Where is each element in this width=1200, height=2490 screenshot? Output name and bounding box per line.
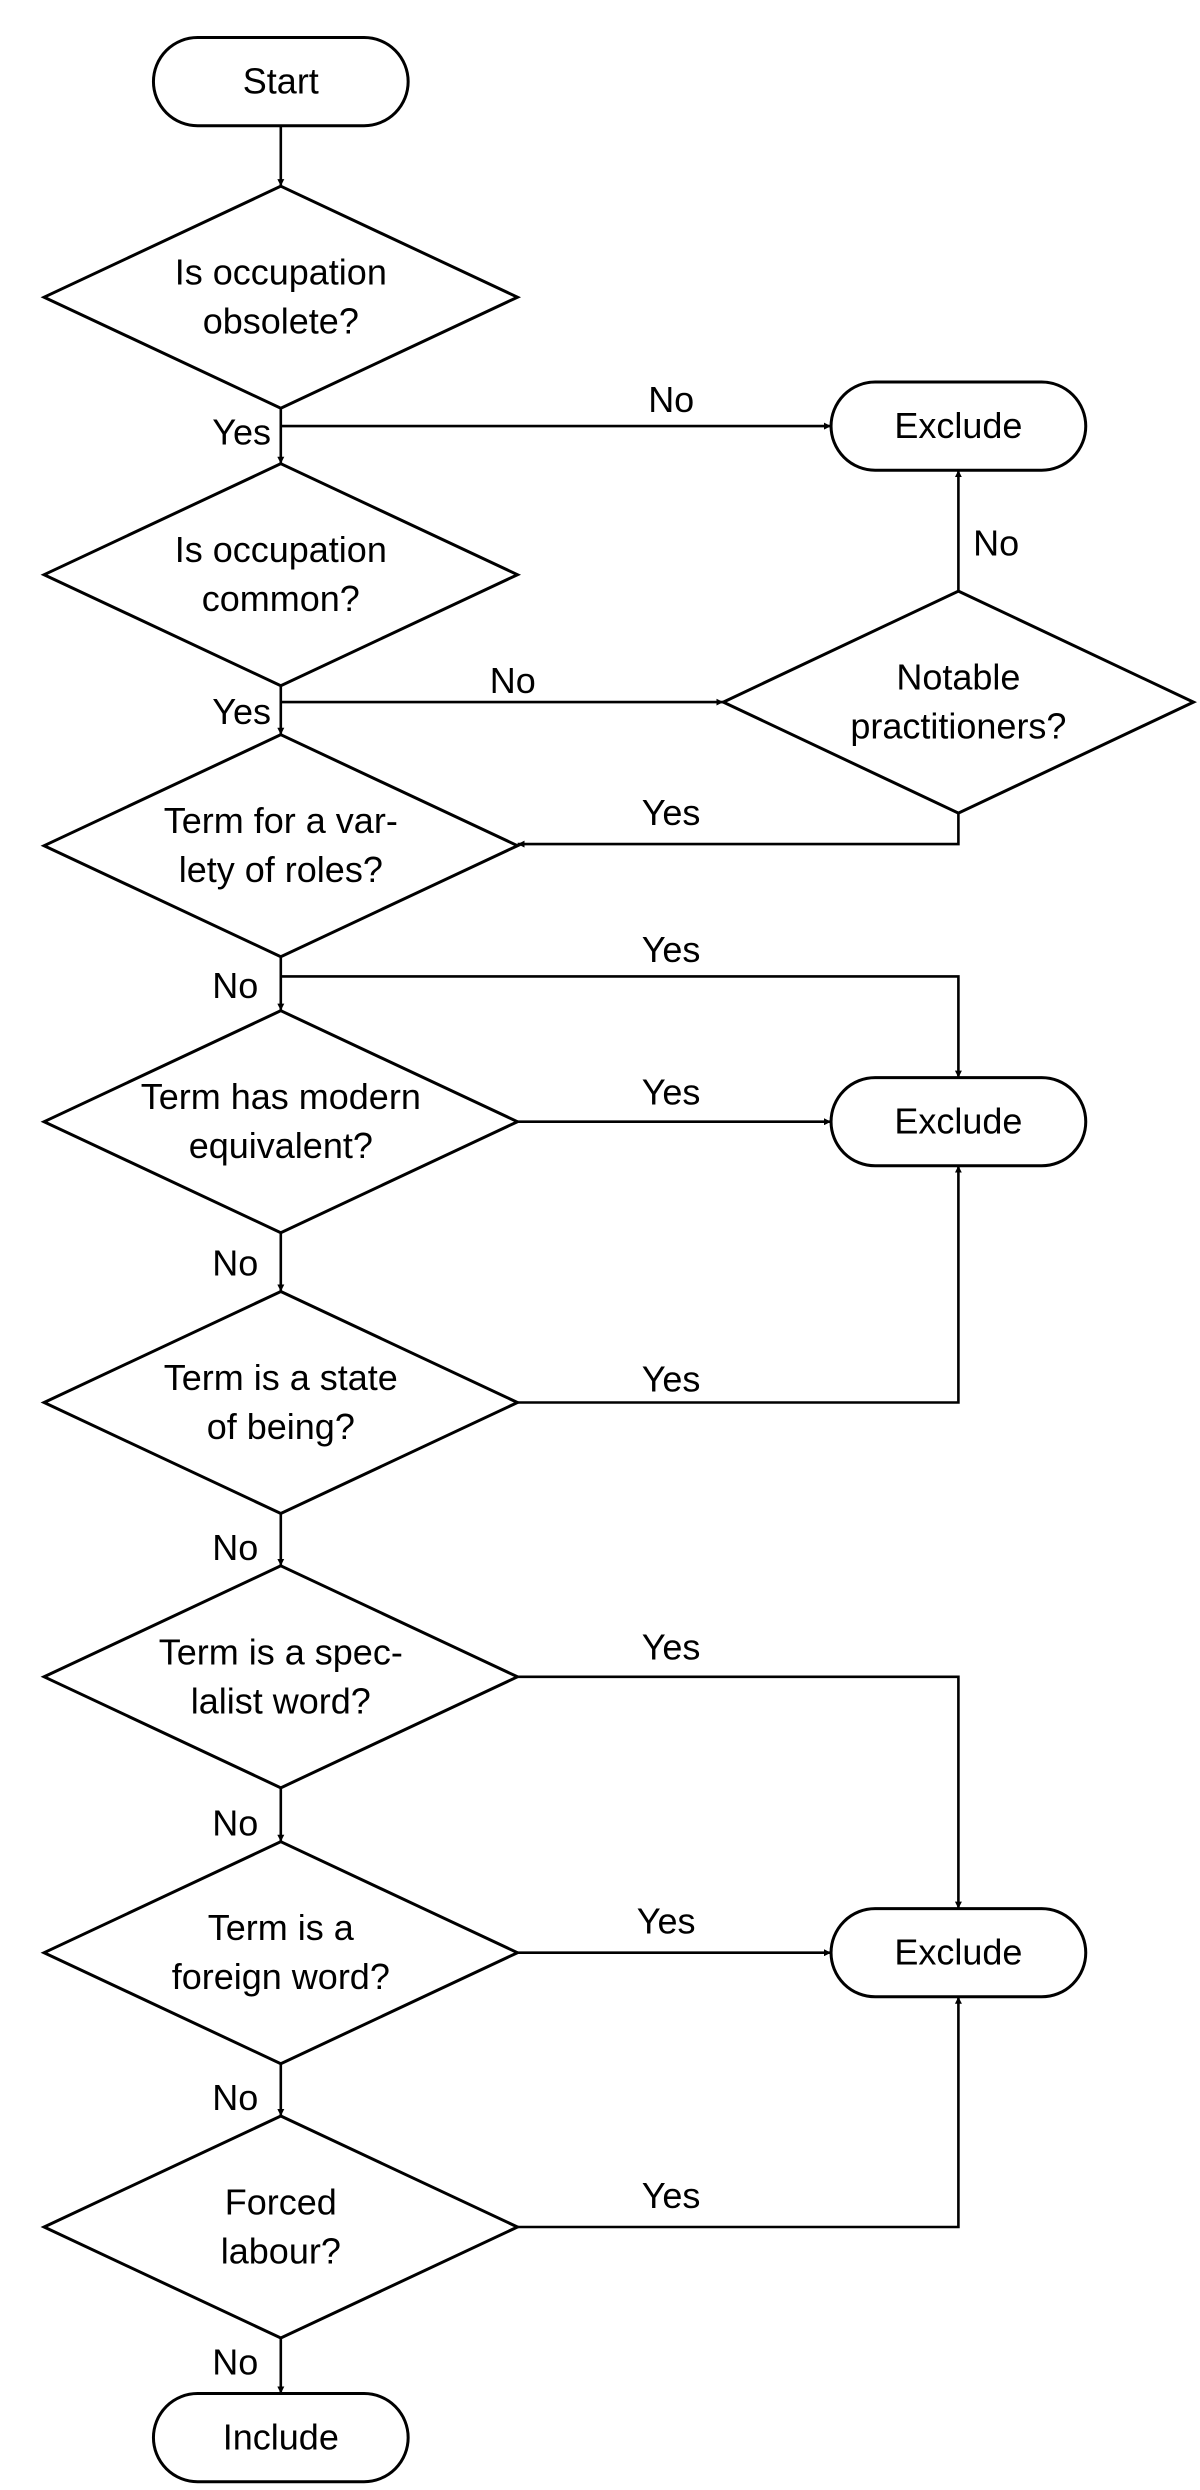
edge-q_notable-to-q_variety xyxy=(517,813,960,848)
edge-label-q_state-to-q_specialist: No xyxy=(212,1527,258,1568)
edge-q_specialist-to-exclude_3 xyxy=(517,1675,962,1909)
node-label: lety of roles? xyxy=(179,849,383,890)
node-label: equivalent? xyxy=(189,1125,373,1166)
decision-shape xyxy=(40,1564,522,1790)
node-label: Exclude xyxy=(894,1932,1022,1973)
edge-label-q_state-to-exclude_2: Yes xyxy=(642,1359,701,1400)
decision-shape xyxy=(40,733,522,959)
node-label: of being? xyxy=(207,1406,355,1447)
decision-shape xyxy=(40,2114,522,2340)
decision-shape xyxy=(40,184,522,410)
edge-label-q_modern-to-q_state: No xyxy=(212,1243,258,1284)
node-q_variety: Term for a var-lety of roles? xyxy=(40,733,522,959)
node-exclude_3: Exclude xyxy=(829,1907,1088,1999)
edge-labels-layer: YesNoYesNoNoYesNoYesYesNoYesNoYesNoYesNo… xyxy=(212,379,1019,2383)
node-q_forced: Forced labour? xyxy=(40,2114,522,2340)
node-start: Start xyxy=(151,36,410,128)
node-q_modern: Term has modern equivalent? xyxy=(40,1009,522,1235)
node-q_state: Term is a state of being? xyxy=(40,1289,522,1516)
node-include: Include xyxy=(151,2392,410,2484)
edge-q_variety-to-exclude_2 xyxy=(280,975,962,1078)
node-label: Term is a xyxy=(208,1907,355,1948)
edge-label-q_foreign-to-q_forced: No xyxy=(212,2077,258,2118)
decision-shape xyxy=(40,462,522,688)
edge-label-q_variety-to-q_modern: No xyxy=(212,965,258,1006)
edge-label-q_variety-to-exclude_2: Yes xyxy=(642,929,701,970)
edge-label-q_modern-to-exclude_2: Yes xyxy=(642,1071,701,1112)
decision-shape xyxy=(719,589,1198,815)
edge-label-q_specialist-to-q_foreign: No xyxy=(212,1803,258,1844)
node-label: Include xyxy=(223,2417,339,2458)
node-q_specialist: Term is a spec-lalist word? xyxy=(40,1564,522,1790)
node-label: Is occupation xyxy=(175,252,387,293)
decision-shape xyxy=(40,1840,522,2066)
edge-label-q_notable-to-q_variety: Yes xyxy=(642,792,701,833)
edge-q_state-to-exclude_2 xyxy=(517,1165,962,1404)
node-label: Term is a spec- xyxy=(159,1631,403,1672)
node-label: Exclude xyxy=(894,1101,1022,1142)
node-q_foreign: Term is a foreign word? xyxy=(40,1840,522,2066)
node-label: labour? xyxy=(221,2231,341,2272)
node-label: lalist word? xyxy=(191,1680,371,1721)
node-label: foreign word? xyxy=(172,1956,390,1997)
node-q_obsolete: Is occupation obsolete? xyxy=(40,184,522,410)
node-label: Exclude xyxy=(894,405,1022,446)
node-label: Is occupation xyxy=(175,529,387,570)
node-label: Notable xyxy=(896,657,1020,698)
edge-label-q_notable-to-exclude_1: No xyxy=(973,523,1019,564)
edge-label-q_forced-to-include: No xyxy=(212,2342,258,2383)
decision-shape xyxy=(40,1289,522,1516)
terminal-shape xyxy=(829,1076,1088,1168)
edge-label-q_foreign-to-exclude_3: Yes xyxy=(637,1901,696,1942)
edge-label-q_specialist-to-exclude_3: Yes xyxy=(642,1626,701,1667)
node-exclude_2: Exclude xyxy=(829,1076,1088,1168)
node-q_common: Is occupation common? xyxy=(40,462,522,688)
terminal-shape xyxy=(151,2392,410,2484)
edge-label-q_obsolete-to-exclude_1: No xyxy=(648,379,694,420)
edge-label-q_common-to-q_notable: No xyxy=(490,660,536,701)
node-label: Forced xyxy=(225,2182,337,2223)
decision-shape xyxy=(40,1009,522,1235)
edge-label-q_obsolete-to-q_common: Yes xyxy=(212,412,271,453)
node-label: Term is a state xyxy=(164,1357,398,1398)
edges-layer xyxy=(277,125,962,2394)
node-label: obsolete? xyxy=(203,301,359,342)
node-label: Term for a var- xyxy=(164,800,398,841)
node-label: practitioners? xyxy=(850,706,1066,747)
node-label: common? xyxy=(202,578,360,619)
node-exclude_1: Exclude xyxy=(829,380,1088,472)
edge-q_forced-to-exclude_3 xyxy=(517,1996,962,2229)
edge-label-q_forced-to-exclude_3: Yes xyxy=(642,2175,701,2216)
node-label: Start xyxy=(243,61,319,102)
node-q_notable: Notable practitioners? xyxy=(719,589,1198,815)
node-label: Term has modern xyxy=(141,1076,421,1117)
terminal-shape xyxy=(829,380,1088,472)
terminal-shape xyxy=(151,36,410,128)
terminal-shape xyxy=(829,1907,1088,1999)
edge-label-q_common-to-q_variety: Yes xyxy=(212,691,271,732)
